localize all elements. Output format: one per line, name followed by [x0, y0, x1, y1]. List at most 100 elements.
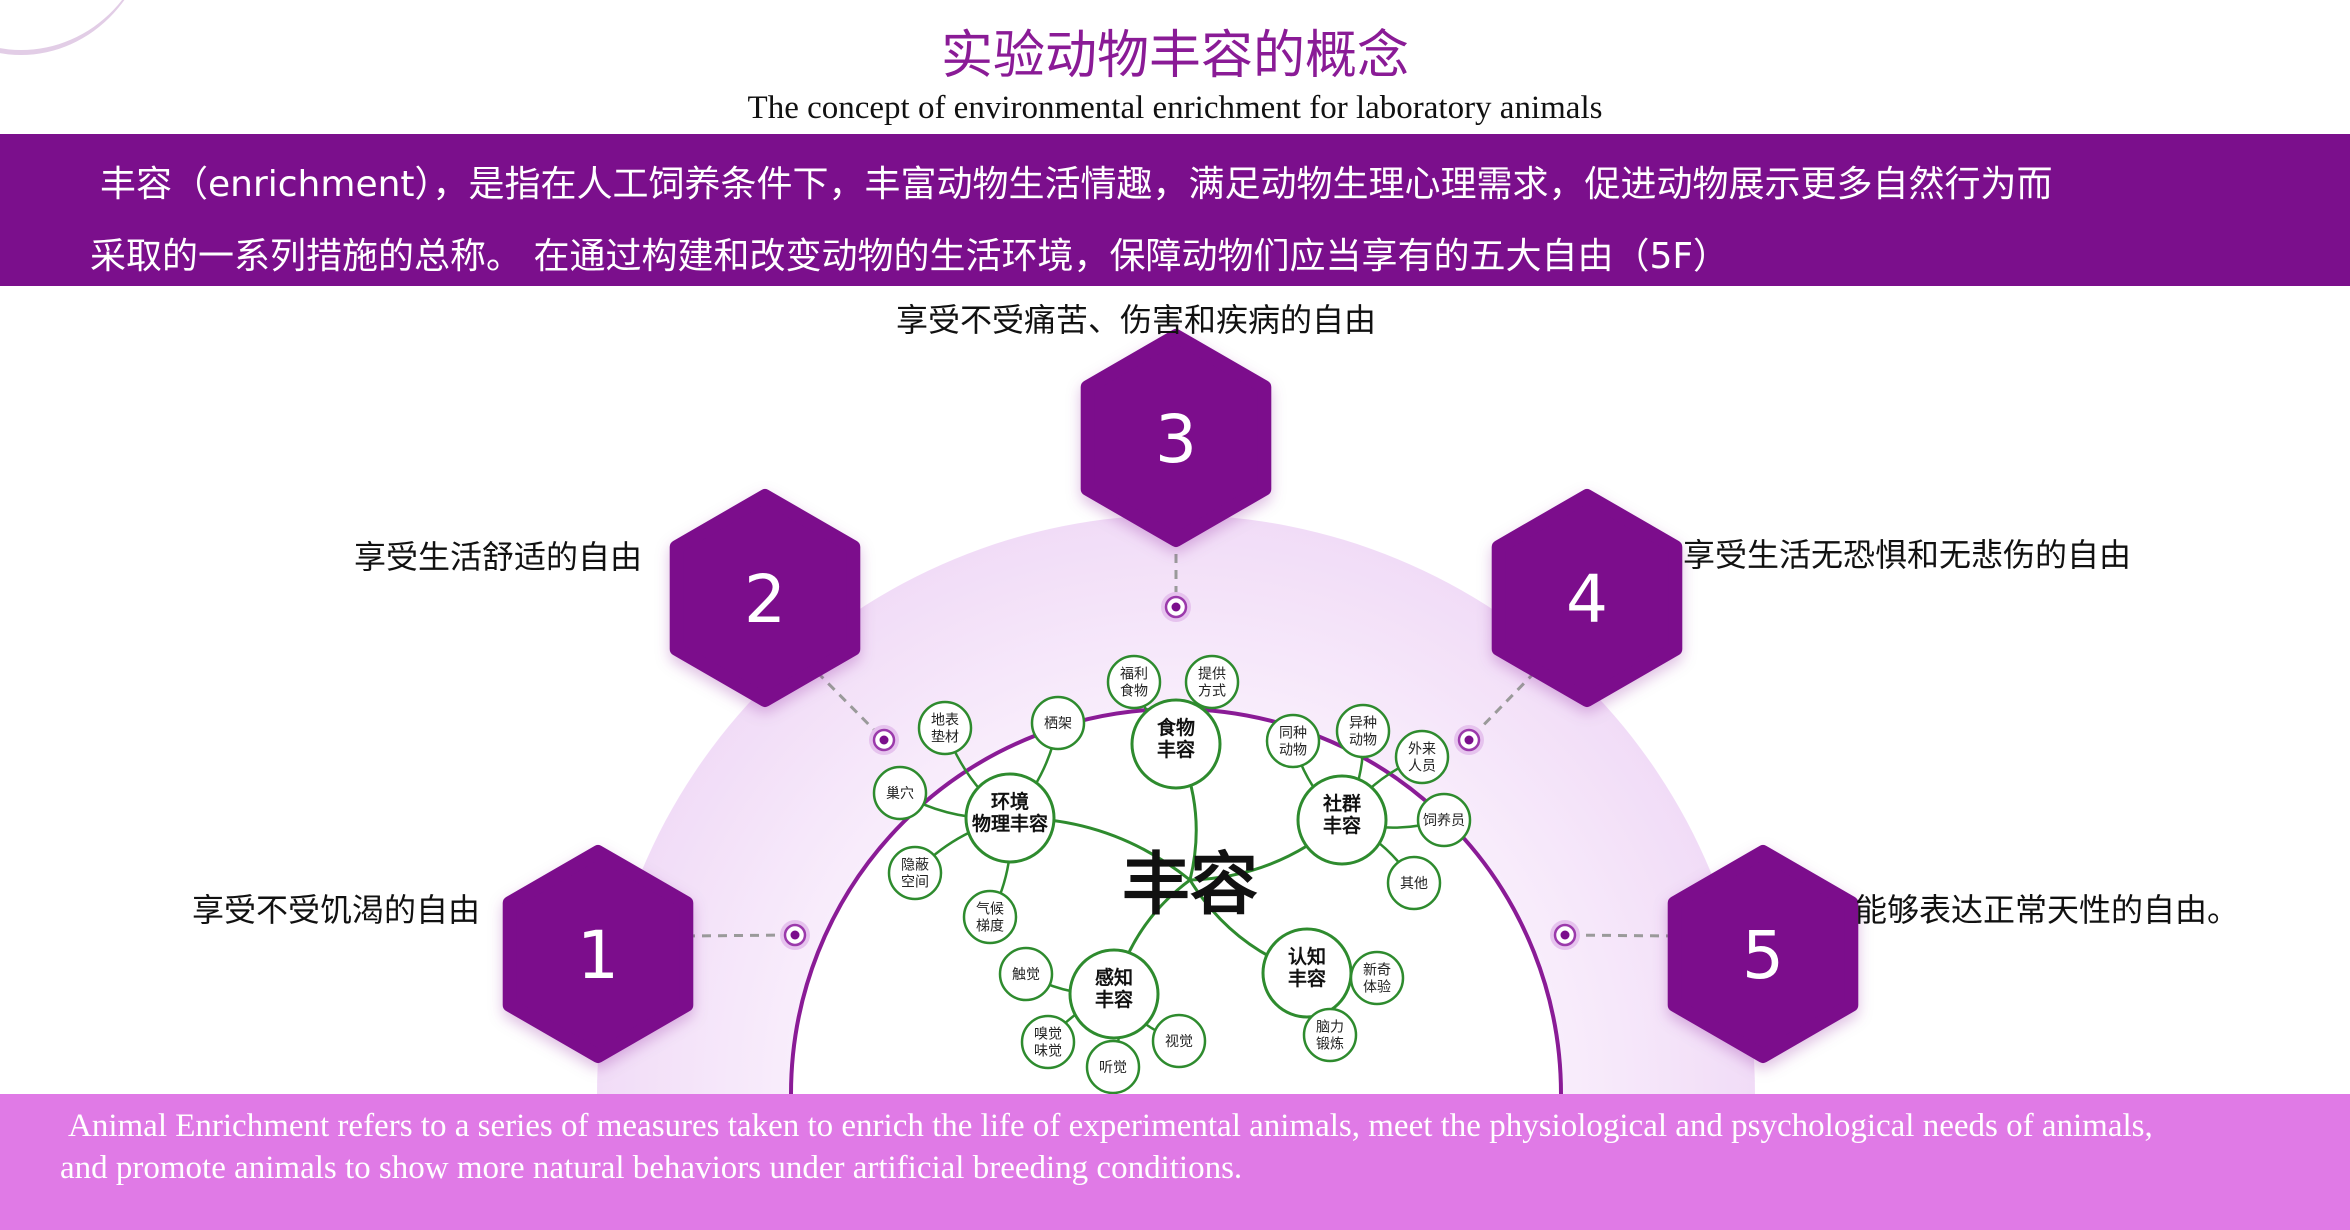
branch-label: 丰容: [1288, 967, 1326, 990]
mindmap-leaf: 视觉: [1151, 1013, 1207, 1069]
leaf-label: 新奇: [1363, 962, 1391, 979]
mindmap-leaf: 触觉: [998, 946, 1054, 1002]
english-summary-line-1: Animal Enrichment refers to a series of …: [68, 1108, 2153, 1144]
mindmap-leaf: 栖架: [1030, 695, 1086, 751]
leaf-label: 同种: [1279, 726, 1307, 742]
enrichment-mindmap: 环境物理丰容地表垫材栖架巢穴隐蔽空间气候梯度食物丰容福利食物提供方式社群丰容同种…: [872, 654, 1472, 1094]
connector-dot: [780, 920, 810, 950]
leaf-label: 异种: [1349, 716, 1377, 732]
leaf-label: 外来: [1408, 742, 1436, 758]
leaf-label: 空间: [901, 875, 929, 891]
leaf-label: 地表: [931, 713, 959, 729]
leaf-label: 人员: [1408, 759, 1436, 775]
english-summary: Animal Enrichment refers to a series of …: [60, 1105, 2300, 1189]
mindmap-branch: 认知丰容新奇体验脑力锻炼: [1188, 879, 1405, 1063]
leaf-label: 视觉: [1165, 1034, 1193, 1050]
freedom-hexagon-3: 3: [1080, 329, 1272, 547]
freedom-label-2: 享受生活舒适的自由: [354, 538, 643, 576]
leaf-label: 脑力: [1316, 1020, 1344, 1036]
branch-label: 环境: [991, 790, 1029, 813]
freedom-label-3: 享受不受痛苦、伤害和疾病的自由: [896, 301, 1377, 339]
branch-label: 社群: [1322, 792, 1361, 815]
freedom-hexagon-2: 2: [669, 489, 861, 707]
connector-dot: [1550, 920, 1580, 950]
freedom-connectors: [685, 538, 1676, 950]
leaf-label: 听觉: [1099, 1060, 1127, 1076]
mindmap-leaf: 饲养员: [1416, 792, 1472, 848]
freedom-label-4: 享受生活无恐惧和无悲伤的自由: [1683, 536, 2132, 574]
freedom-number: 1: [577, 917, 619, 994]
connector-dot: [1454, 725, 1484, 755]
leaf-label: 隐蔽: [901, 858, 929, 874]
freedom-number: 4: [1566, 561, 1608, 638]
leaf-label: 味觉: [1034, 1044, 1062, 1060]
branch-label: 丰容: [1095, 988, 1133, 1011]
branch-label: 丰容: [1157, 738, 1195, 761]
branch-node: [1130, 698, 1222, 790]
freedom-number: 2: [744, 561, 786, 638]
leaf-label: 气候: [976, 902, 1004, 918]
leaf-label: 提供: [1198, 667, 1226, 683]
branch-label: 食物: [1157, 716, 1195, 739]
mindmap-leaf: 其他: [1386, 855, 1442, 911]
freedom-hexagon-5: 5: [1667, 845, 1859, 1063]
leaf-label: 动物: [1279, 743, 1307, 759]
freedom-number: 3: [1155, 401, 1197, 478]
branch-node: [1068, 948, 1160, 1040]
connector-dot: [869, 725, 899, 755]
mindmap-leaf: 巢穴: [872, 765, 928, 821]
page-subtitle: The concept of environmental enrichment …: [747, 90, 1603, 126]
freedom-label-1: 享受不受饥渴的自由: [192, 891, 481, 929]
branch-node: [964, 772, 1056, 864]
english-summary-band: [0, 1094, 2350, 1230]
freedom-hexagon-4: 4: [1491, 489, 1683, 707]
connector-line: [685, 933, 796, 938]
leaf-label: 饲养员: [1423, 813, 1465, 829]
leaf-label: 福利: [1120, 667, 1148, 683]
branch-label: 物理丰容: [972, 812, 1048, 835]
english-summary-line-2: and promote animals to show more natural…: [60, 1150, 1243, 1186]
leaf-label: 触觉: [1012, 967, 1040, 983]
branch-label: 丰容: [1323, 814, 1361, 837]
freedom-hexagons: 1 2 3 4 5: [502, 329, 1859, 1063]
mindmap-leaf: 听觉: [1085, 1039, 1141, 1094]
leaf-label: 嗅觉: [1034, 1027, 1062, 1043]
leaf-label: 食物: [1120, 683, 1148, 700]
definition-band: [0, 134, 2350, 286]
leaf-label: 栖架: [1044, 716, 1072, 732]
leaf-label: 其他: [1400, 876, 1428, 892]
freedom-label-5: 能够表达正常天性的自由。: [1855, 891, 2240, 929]
connector-dot: [1161, 592, 1191, 622]
leaf-label: 垫材: [931, 730, 959, 746]
leaf-label: 体验: [1363, 980, 1391, 996]
leaf-label: 锻炼: [1316, 1037, 1344, 1053]
connector-line: [1564, 933, 1676, 938]
page-title: 实验动物丰容的概念: [940, 26, 1409, 86]
definition-line-1: 丰容（enrichment），是指在人工饲养条件下，丰富动物生活情趣，满足动物生…: [100, 164, 2053, 205]
freedom-number: 5: [1742, 917, 1784, 994]
branch-label: 感知: [1095, 966, 1133, 989]
leaf-label: 巢穴: [886, 786, 914, 802]
leaf-label: 动物: [1349, 733, 1377, 749]
branch-label: 认知: [1288, 945, 1326, 968]
branch-node: [1296, 774, 1388, 866]
mindmap-center-label: 丰容: [1122, 846, 1258, 925]
five-freedoms-diagram: 环境物理丰容地表垫材栖架巢穴隐蔽空间气候梯度食物丰容福利食物提供方式社群丰容同种…: [502, 329, 1859, 1094]
leaf-label: 方式: [1198, 684, 1226, 700]
freedom-hexagon-1: 1: [502, 845, 694, 1063]
